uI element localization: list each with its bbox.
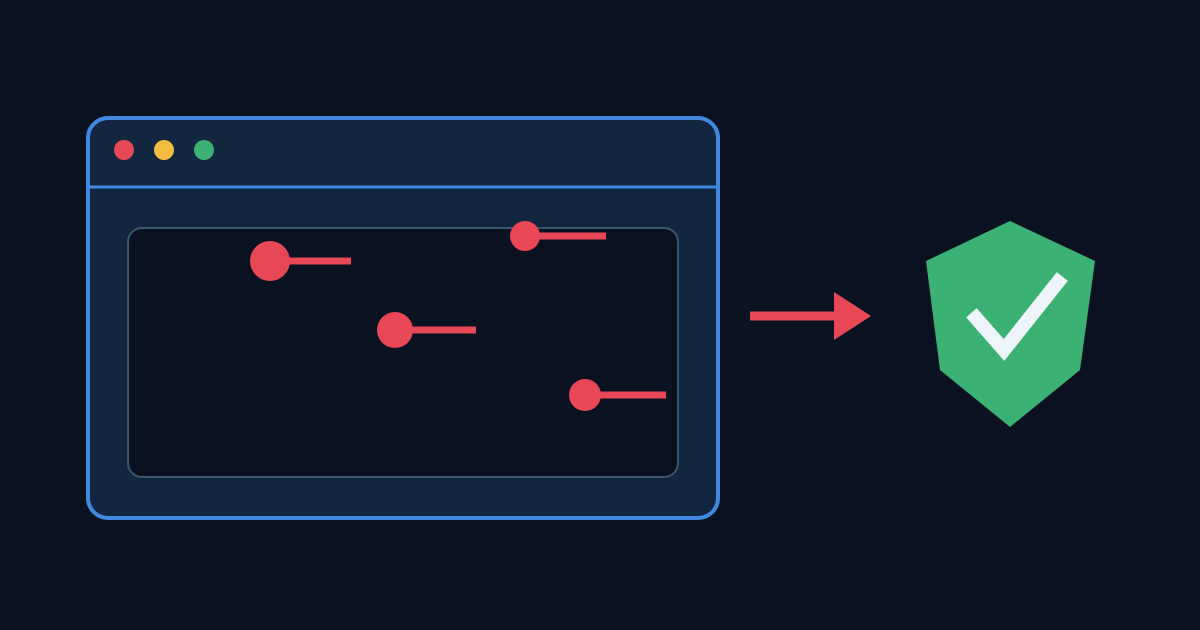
- shield-icon: [926, 221, 1095, 427]
- browser-window: [86, 116, 720, 520]
- pin-marker-icon: [377, 312, 476, 348]
- shield-check-icon: [926, 221, 1095, 427]
- minimize-dot-icon: [154, 140, 174, 160]
- content-panel-border: [127, 227, 679, 478]
- maximize-dot-icon: [194, 140, 214, 160]
- pin-marker-icon: [510, 221, 606, 251]
- checkmark-icon: [966, 272, 1068, 361]
- browser-window-border: [86, 116, 720, 520]
- content-panel: [128, 228, 678, 477]
- pin-marker-icon: [569, 379, 666, 411]
- close-dot-icon: [114, 140, 134, 160]
- pin-marker-icon: [250, 241, 351, 281]
- right-arrow-icon: [750, 292, 871, 340]
